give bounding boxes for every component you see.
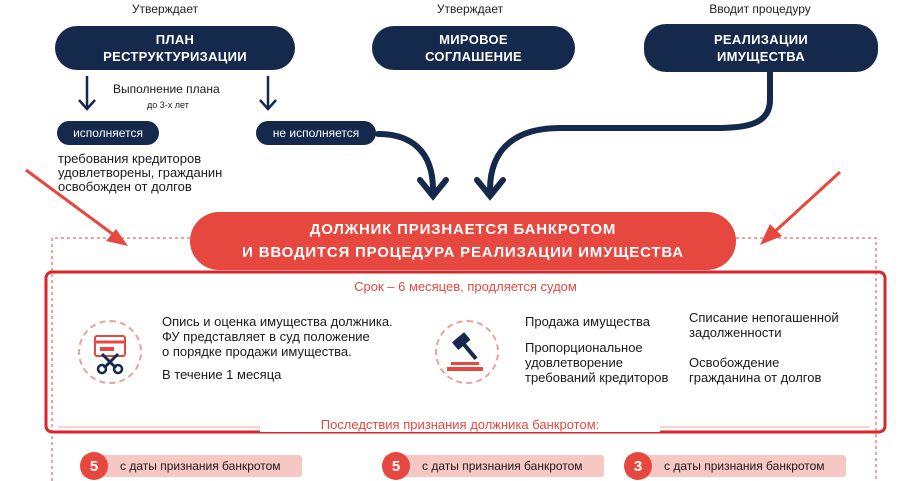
inventory-deadline: В течение 1 месяца <box>162 367 282 382</box>
settlement-label: МИРОВОЕ СОГЛАШЕНИЕ <box>425 32 522 64</box>
not-fulfilled-label: не исполняется <box>272 126 360 140</box>
debt-release-item: Освобождение гражданина от долгов <box>689 355 822 385</box>
bankruptcy-banner: ДОЛЖНИК ПРИЗНАЕТСЯ БАНКРОТОМ И ВВОДИТСЯ … <box>190 212 736 270</box>
plan-execution-label: Выполнение плана <box>113 82 220 96</box>
caption-approves-plan: Утверждает <box>131 2 199 16</box>
restructuring-plan-pill: ПЛАН РЕСТРУКТУРИЗАЦИИ <box>55 26 295 70</box>
consequence-row-3: с даты признания банкротом <box>626 455 846 477</box>
consequence-num-3: 3 <box>624 452 652 480</box>
inventory-text: Опись и оценка имущества должника. ФУ пр… <box>162 314 393 359</box>
debt-writeoff-item: Списание непогашенной задолженности <box>689 310 839 340</box>
property-sale-label: РЕАЛИЗАЦИИ ИМУЩЕСТВА <box>713 32 809 64</box>
consequence-num-1-label: 5 <box>89 457 99 475</box>
dashed-frame <box>51 237 877 481</box>
banner-line-1: ДОЛЖНИК ПРИЗНАЕТСЯ БАНКРОТОМ <box>309 221 617 238</box>
gavel-icon-circle <box>435 320 499 384</box>
fulfilled-label: исполняется <box>73 126 143 140</box>
consequence-row-1: с даты признания банкротом <box>82 455 302 477</box>
consequence-text-1: с даты признания банкротом <box>120 459 281 473</box>
property-sale-pill: РЕАЛИЗАЦИИ ИМУЩЕСТВА <box>644 24 878 72</box>
card-scissors-icon <box>94 335 126 375</box>
down-arrow-right-icon <box>259 76 277 111</box>
consequences-title: Последствия признания должника банкротом… <box>260 417 660 432</box>
curved-arrow-not-fulfilled-icon <box>375 131 449 201</box>
proportional-satisfaction-item: Пропорциональное удовлетворение требован… <box>525 340 669 385</box>
red-arrow-right-icon <box>760 170 842 245</box>
restructuring-plan-label: ПЛАН РЕСТРУКТУРИЗАЦИИ <box>103 32 247 64</box>
plan-execution-sub: до 3-х лет <box>147 100 189 110</box>
caption-introduces-procedure: Вводит процедуру <box>709 2 811 16</box>
procedure-term: Срок – 6 месяцев, продляется судом <box>354 279 577 294</box>
consequence-num-1: 5 <box>80 452 108 480</box>
consequence-text-2: с даты признания банкротом <box>422 459 583 473</box>
consequence-num-2: 5 <box>382 452 410 480</box>
fulfilled-result: требования кредиторов удовлетворены, гра… <box>58 151 223 194</box>
gavel-icon <box>447 332 483 371</box>
banner-line-2: И ВВОДИТСЯ ПРОЦЕДУРА РЕАЛИЗАЦИИ ИМУЩЕСТВ… <box>242 244 684 261</box>
consequence-num-2-label: 5 <box>391 457 401 475</box>
not-fulfilled-pill: не исполняется <box>256 121 376 145</box>
caption-approves-settlement: Утверждает <box>436 2 504 16</box>
highlight-frame <box>44 270 887 434</box>
consequence-row-2: с даты признания банкротом <box>384 455 604 477</box>
consequence-num-3-label: 3 <box>633 457 643 475</box>
consequence-text-3: с даты признания банкротом <box>664 459 825 473</box>
fulfilled-pill: исполняется <box>57 121 159 145</box>
down-arrow-left-icon <box>78 76 96 111</box>
settlement-pill: МИРОВОЕ СОГЛАШЕНИЕ <box>372 26 575 70</box>
curved-arrow-property-sale-icon <box>474 69 773 201</box>
card-scissors-icon-circle <box>78 320 142 384</box>
property-sale-item: Продажа имущества <box>525 314 650 329</box>
